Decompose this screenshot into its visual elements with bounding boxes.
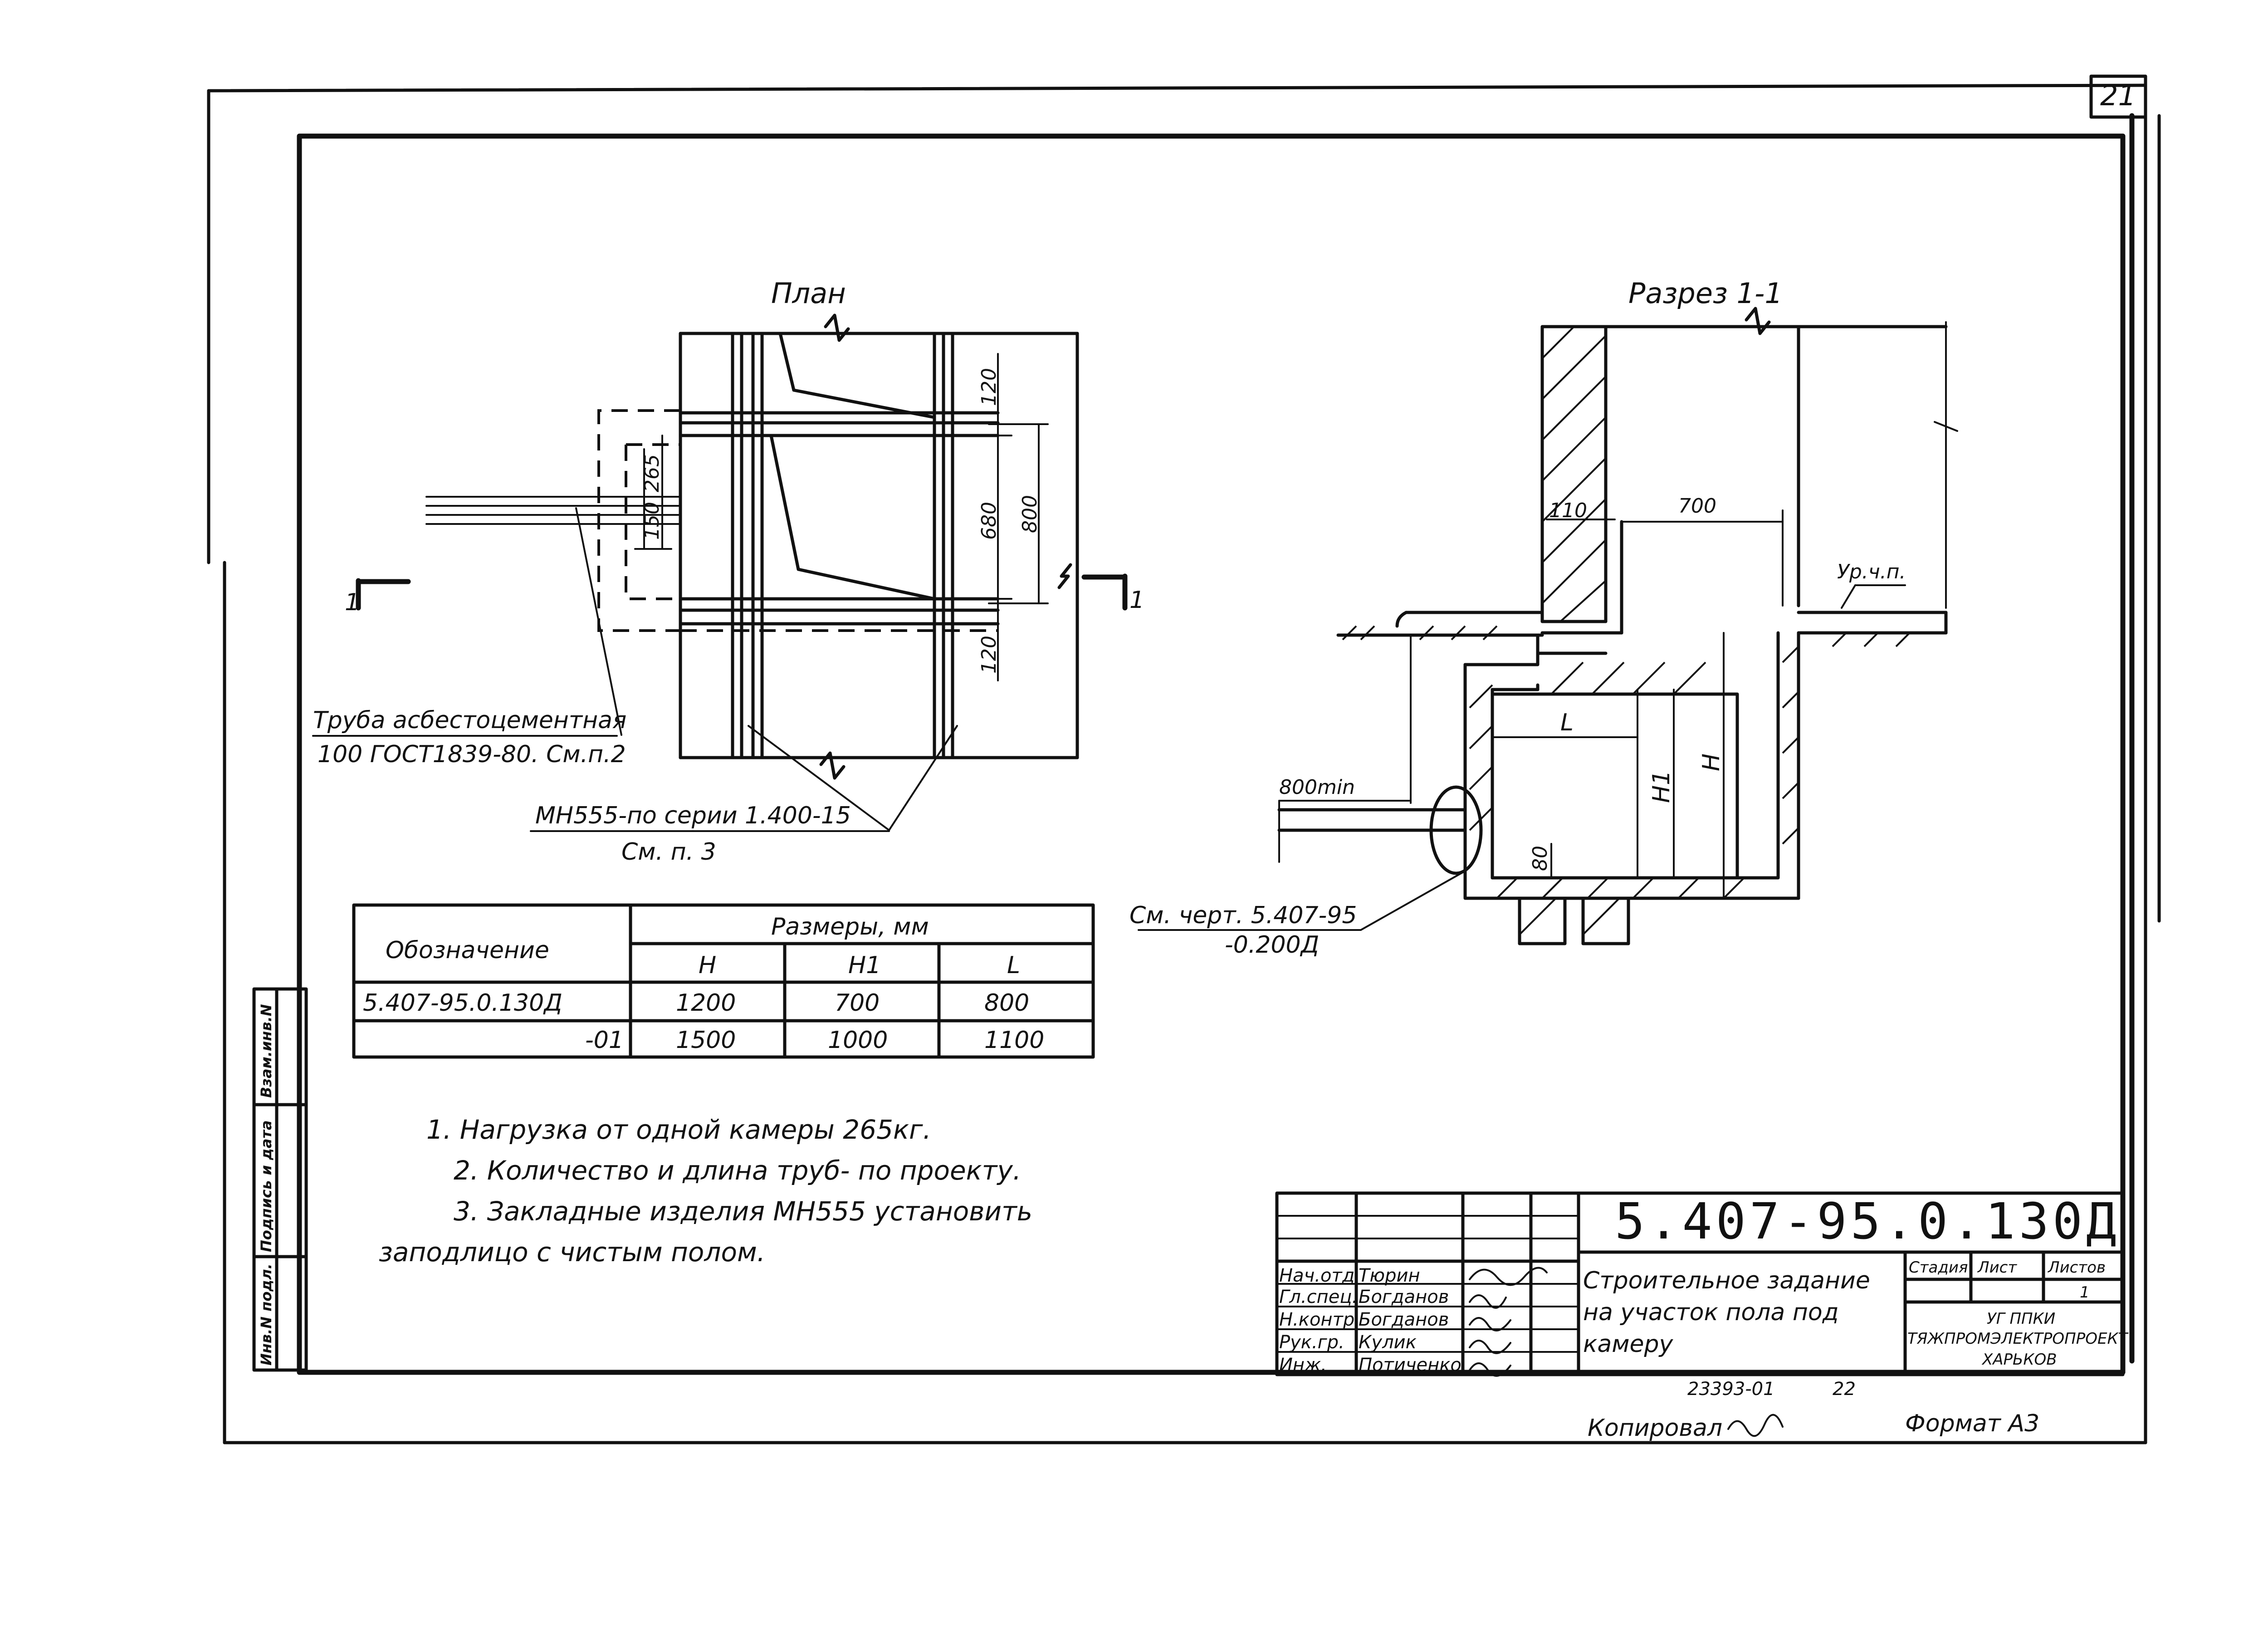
footer-page: 22 bbox=[1833, 1379, 1856, 1400]
role-4: Рук.гр. bbox=[1279, 1332, 1344, 1353]
mn-label-line1: МН555-по серии 1.400-15 bbox=[535, 802, 851, 829]
section-dim-110: 110 bbox=[1549, 499, 1587, 522]
plan-title: План bbox=[771, 277, 846, 310]
sizes-table bbox=[352, 903, 1095, 1059]
section-dim-700: 700 bbox=[1678, 494, 1716, 518]
title-col-sheet: Лист bbox=[1977, 1258, 2017, 1277]
section-drawing bbox=[1138, 307, 1958, 945]
table-row2-L: 1100 bbox=[984, 1027, 1044, 1054]
side-stamp bbox=[252, 987, 308, 1372]
table-subheader-H: H bbox=[699, 952, 716, 979]
side-stamp-signature: Подпись и дата bbox=[258, 1120, 275, 1252]
table-header-sizes: Размеры, мм bbox=[771, 913, 929, 940]
role-1: Нач.отд bbox=[1279, 1265, 1354, 1286]
table-row1-L: 800 bbox=[984, 989, 1029, 1017]
side-stamp-replace: Взам.инв.N bbox=[258, 1004, 275, 1098]
note-1: 1. Нагрузка от одной камеры 265кг. bbox=[426, 1114, 931, 1145]
title-description-1: Строительное задание bbox=[1583, 1267, 1870, 1294]
section-dim-80: 80 bbox=[1529, 846, 1552, 871]
section-ref-line1: См. черт. 5.407-95 bbox=[1129, 902, 1357, 929]
note-2: 2. Количество и длина труб- по проекту. bbox=[454, 1155, 1021, 1186]
footer-inventory: 23393-01 bbox=[1687, 1379, 1775, 1400]
title-org-1: УГ ППКИ bbox=[1987, 1310, 2055, 1328]
section-level-label: Ур.ч.п. bbox=[1837, 560, 1906, 583]
sheet-frame bbox=[207, 74, 2161, 1444]
note-3-continued: заподлицо с чистым полом. bbox=[379, 1237, 765, 1268]
title-col-sheets: Листов bbox=[2047, 1258, 2106, 1277]
section-ref-line2: -0.200Д bbox=[1225, 931, 1319, 959]
role-5: Инж. bbox=[1279, 1355, 1327, 1375]
table-row1-H: 1200 bbox=[676, 989, 736, 1017]
name-1: Тюрин bbox=[1359, 1265, 1420, 1286]
name-5: Потиченко bbox=[1359, 1355, 1461, 1375]
plan-drawing bbox=[356, 313, 1128, 832]
table-subheader-L: L bbox=[1007, 952, 1020, 979]
footer-format: Формат А3 bbox=[1905, 1410, 2039, 1437]
title-description-2: на участок пола под bbox=[1583, 1299, 1839, 1326]
footer-copied: Копировал bbox=[1588, 1415, 1722, 1442]
pipe-label-line1: Труба асбестоцементная bbox=[313, 707, 626, 734]
title-sheets-value: 1 bbox=[2080, 1283, 2090, 1302]
section-title: Разрез 1-1 bbox=[1628, 277, 1783, 310]
plan-dim-680: 680 bbox=[978, 502, 1001, 540]
side-stamp-inv: Инв.N подл. bbox=[258, 1263, 275, 1366]
role-3: Н.контр bbox=[1279, 1309, 1354, 1330]
table-row2-name: -01 bbox=[585, 1027, 624, 1054]
table-header-designation: Обозначение bbox=[386, 937, 549, 964]
section-mark-right: 1 bbox=[1129, 587, 1144, 614]
title-org-3: ХАРЬКОВ bbox=[1981, 1351, 2057, 1369]
plan-dim-120-bottom: 120 bbox=[978, 636, 1001, 674]
mn-label-line2: См. п. 3 bbox=[621, 838, 716, 866]
section-mark-left: 1 bbox=[345, 589, 360, 616]
table-row2-H1: 1000 bbox=[828, 1027, 888, 1054]
plan-dim-150: 150 bbox=[640, 502, 664, 540]
table-row1-name: 5.407-95.0.130Д bbox=[363, 989, 562, 1017]
table-row1-H1: 700 bbox=[835, 989, 880, 1017]
plan-dim-120-top: 120 bbox=[978, 368, 1001, 406]
name-4: Кулик bbox=[1359, 1332, 1417, 1353]
role-2: Гл.спец. bbox=[1279, 1287, 1358, 1307]
section-dim-H: H bbox=[1698, 754, 1725, 771]
plan-dim-265: 265 bbox=[640, 454, 664, 492]
name-3: Богданов bbox=[1359, 1309, 1449, 1330]
plan-dim-800: 800 bbox=[1018, 495, 1041, 533]
title-description-3: камеру bbox=[1583, 1331, 1674, 1358]
title-block-code: 5.407-95.0.130Д bbox=[1615, 1192, 2120, 1250]
title-org-2: ТЯЖПРОМЭЛЕКТРОПРОЕКТ bbox=[1907, 1330, 2129, 1348]
title-block bbox=[1275, 1191, 2125, 1377]
sheet-number: 21 bbox=[2100, 79, 2136, 112]
name-2: Богданов bbox=[1359, 1287, 1449, 1307]
section-dim-L: L bbox=[1560, 709, 1574, 736]
title-col-stage: Стадия bbox=[1909, 1258, 1968, 1277]
pipe-label-line2: 100 ГОСТ1839-80. См.п.2 bbox=[318, 741, 626, 768]
copier-signature bbox=[1727, 1414, 1784, 1437]
table-subheader-H1: H1 bbox=[848, 952, 881, 979]
section-dim-800min: 800min bbox=[1279, 776, 1355, 799]
note-3: 3. Закладные изделия МН555 установить bbox=[454, 1196, 1032, 1227]
section-dim-H1: H1 bbox=[1648, 770, 1675, 803]
table-row2-H: 1500 bbox=[676, 1027, 736, 1054]
